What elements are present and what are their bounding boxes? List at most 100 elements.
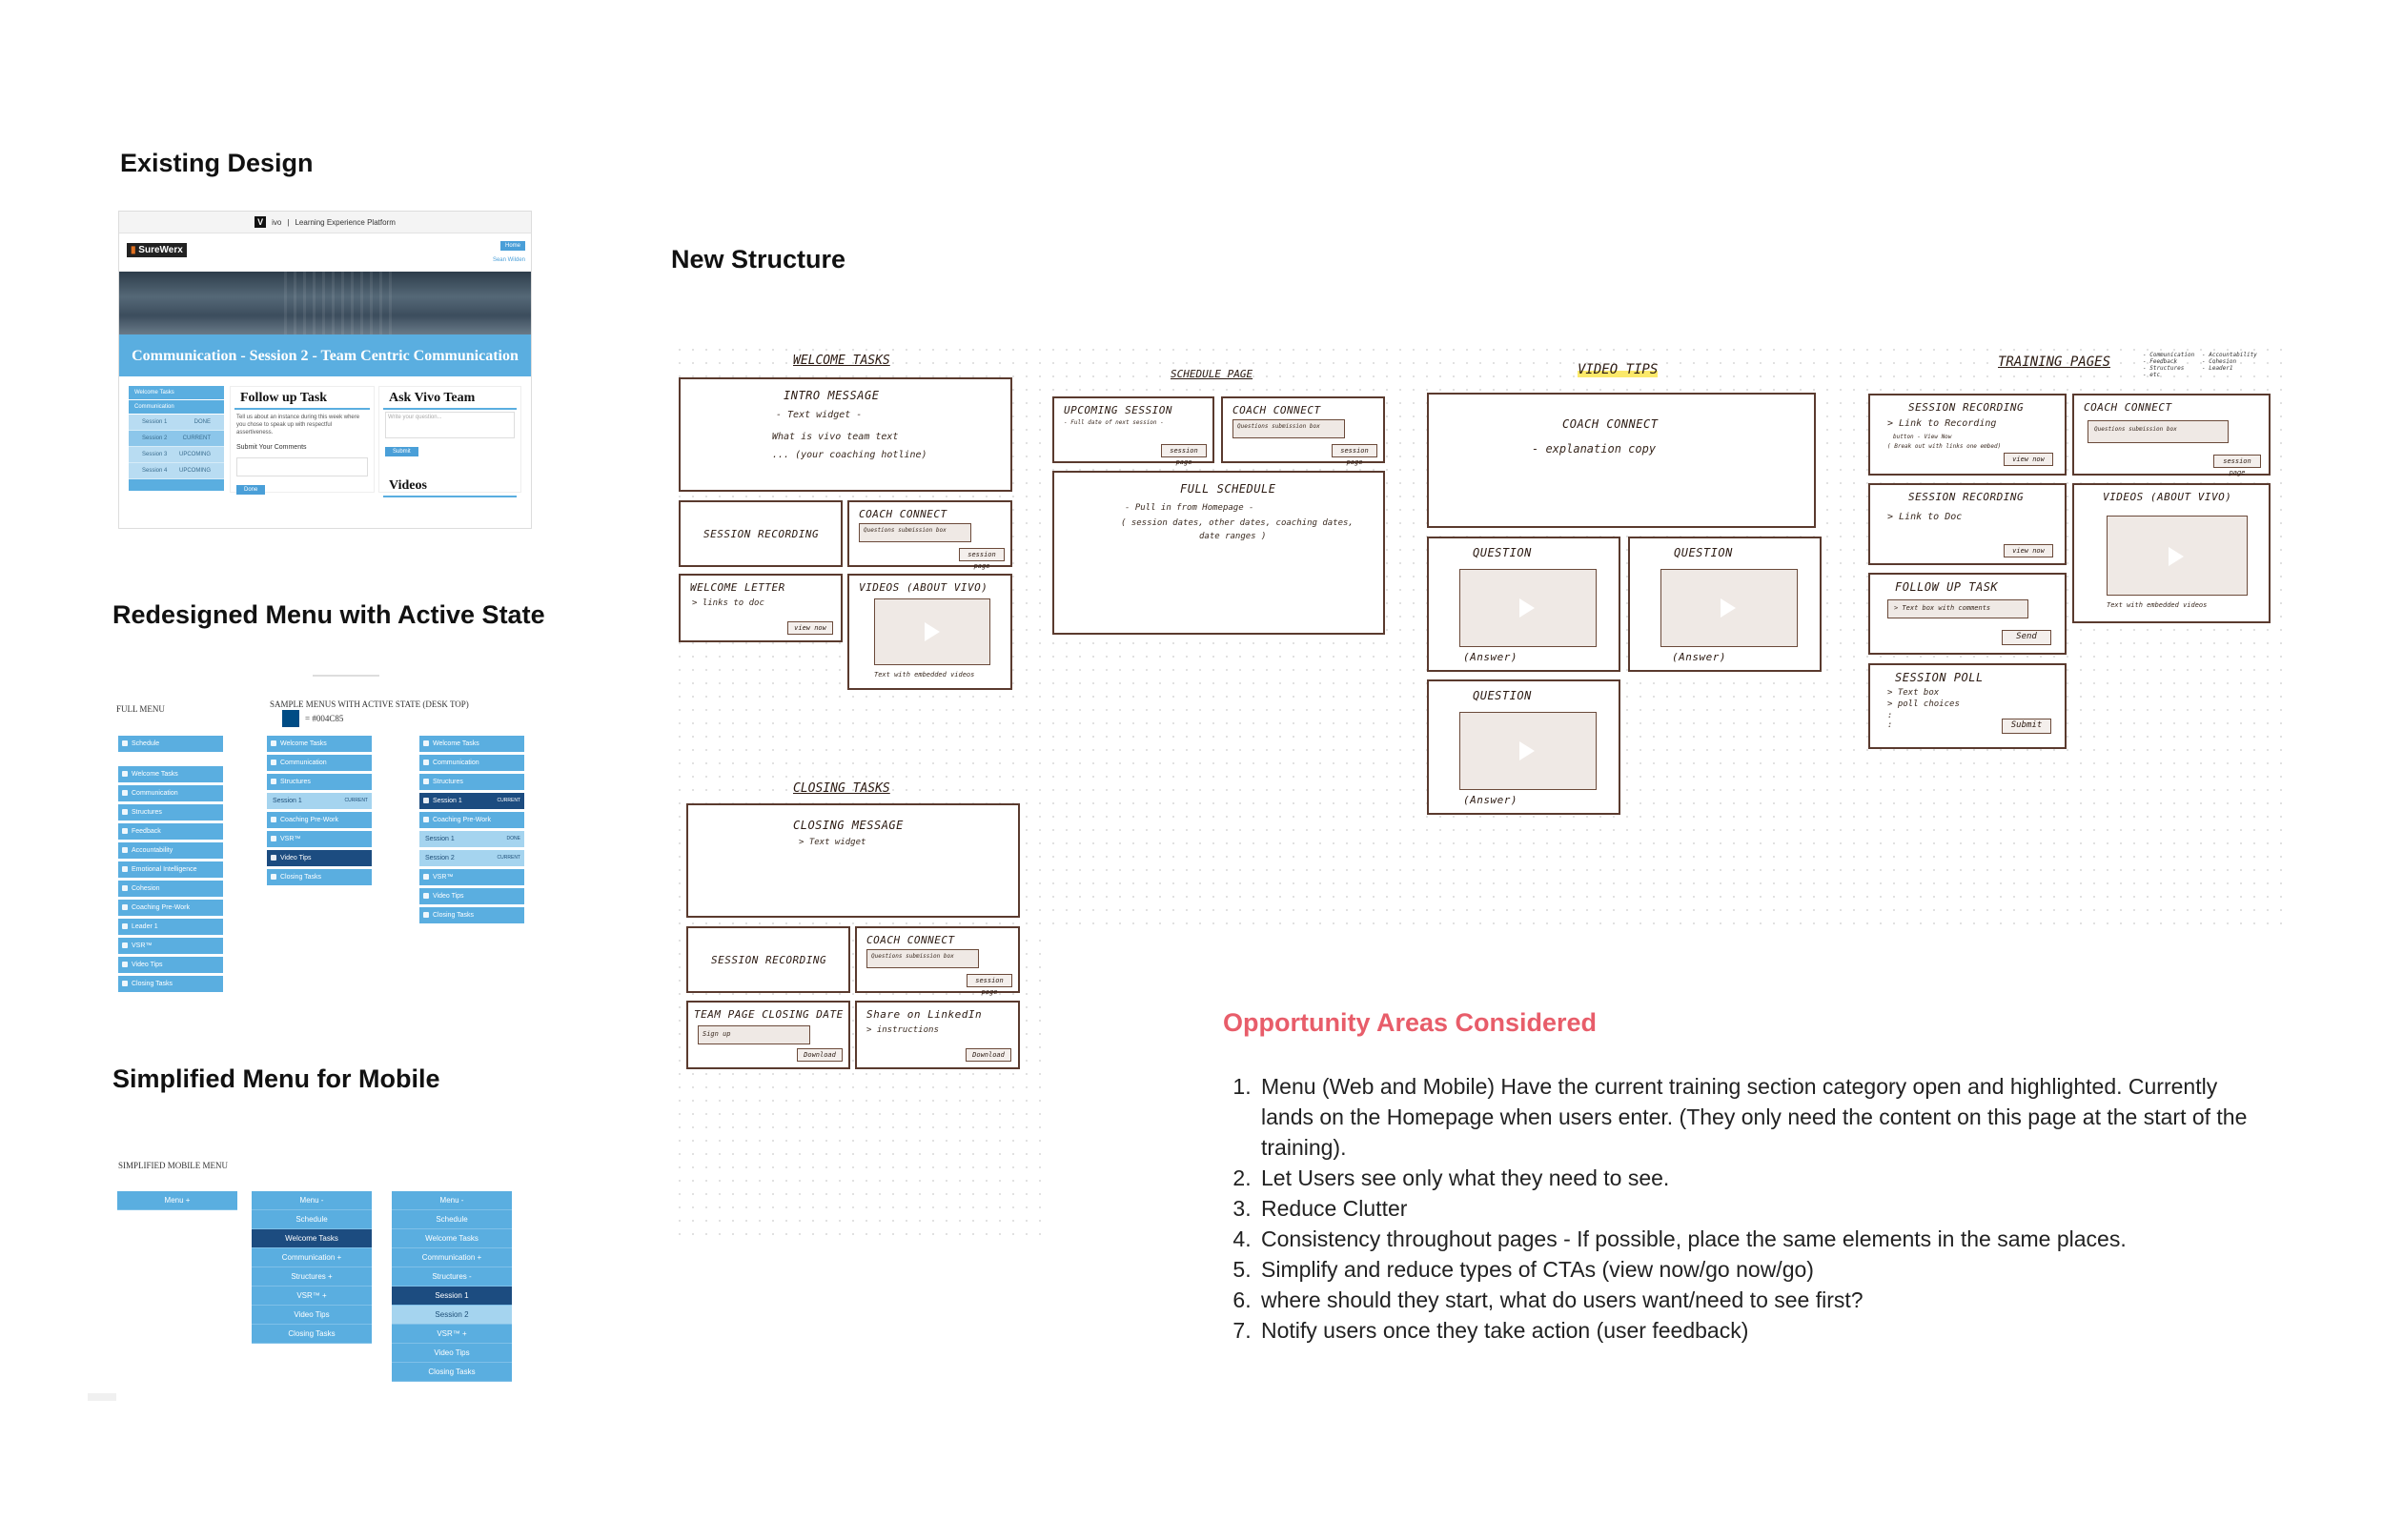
mobile-menu-item[interactable]: Structures + [252, 1267, 372, 1287]
mock-side-item[interactable] [129, 479, 224, 492]
sample-menu-item[interactable]: Structures [267, 774, 372, 793]
full-menu-item[interactable]: Feedback [118, 823, 223, 842]
full-menu-item[interactable]: Leader 1 [118, 919, 223, 938]
mock-follow-title: Follow up Task [234, 387, 370, 410]
sample-menu-item[interactable]: Closing Tasks [419, 907, 524, 926]
mobile-menu-item[interactable]: Menu - [392, 1191, 512, 1210]
full-menu-item[interactable]: Cohesion [118, 881, 223, 900]
mobile-menu-item[interactable]: Menu + [117, 1191, 237, 1210]
mock-ask-input[interactable]: Write your question... [385, 412, 515, 438]
sample-menu-item[interactable]: Coaching Pre-Work [419, 812, 524, 831]
session-page-button[interactable]: session page [2213, 455, 2261, 476]
mock-ask-card: Ask Vivo Team Write your question... Sub… [378, 386, 521, 497]
full-menu-item-label: Feedback [132, 828, 161, 835]
full-menu-item[interactable]: Emotional Intelligence [118, 861, 223, 881]
sample-menu-item[interactable]: Communication [419, 755, 524, 774]
full-menu-item[interactable]: Accountability [118, 842, 223, 861]
mobile-menu-item[interactable]: Menu - [252, 1191, 372, 1210]
sample-menu-item-label: Welcome Tasks [433, 740, 479, 747]
video-coach-box: COACH CONNECT - explanation copy [1427, 393, 1816, 528]
mobile-menu-item[interactable]: Video Tips [392, 1344, 512, 1363]
mock-comment-input[interactable] [236, 457, 368, 476]
mock-platform-label: Learning Experience Platform [295, 217, 396, 227]
mobile-menu-item[interactable]: Schedule [392, 1210, 512, 1229]
mock-submit-button[interactable]: Submit [385, 447, 418, 456]
view-now-button[interactable]: view now [2004, 544, 2053, 557]
mobile-menu-item[interactable]: Welcome Tasks [392, 1229, 512, 1248]
video-placeholder[interactable] [874, 598, 990, 665]
intro-message-title: INTRO MESSAGE [784, 389, 880, 402]
mobile-menu-item[interactable]: VSR™ + [252, 1287, 372, 1306]
full-menu-item[interactable]: VSR™ [118, 938, 223, 957]
session-page-button[interactable]: session page [1332, 444, 1377, 466]
download-button[interactable]: Download [966, 1048, 1011, 1062]
mobile-menu-item[interactable]: Communication + [252, 1248, 372, 1267]
mobile-menu-item[interactable]: Welcome Tasks [252, 1229, 372, 1248]
video-placeholder[interactable] [1459, 712, 1597, 790]
mock-side-item[interactable]: Welcome Tasks [129, 386, 224, 400]
mobile-menu-item[interactable]: VSR™ + [392, 1325, 512, 1344]
sample-menu-item[interactable]: Structures [419, 774, 524, 793]
opportunity-item: Menu (Web and Mobile) Have the current t… [1257, 1071, 2268, 1163]
upcoming-session-title: UPCOMING SESSION [1064, 404, 1172, 416]
mobile-menu-item[interactable]: Structures - [392, 1267, 512, 1287]
sample-menu-item[interactable]: VSR™ [267, 831, 372, 850]
submit-button[interactable]: Submit [2002, 719, 2051, 734]
mock-done-button[interactable]: Done [236, 485, 266, 495]
full-menu-item[interactable]: Structures [118, 804, 223, 823]
mock-brand-bar: ▮ SureWerx Home Sean Wilden [119, 233, 531, 272]
sample-menu-item-label: Video Tips [280, 855, 312, 861]
full-menu-item[interactable]: Schedule [118, 736, 223, 755]
session-page-button[interactable]: session page [959, 548, 1005, 570]
sample-menu-item[interactable]: Video Tips [267, 850, 372, 869]
full-menu-item[interactable]: Coaching Pre-Work [118, 900, 223, 919]
sample-menu-item[interactable]: Communication [267, 755, 372, 774]
mobile-menu-item[interactable]: Session 2 [392, 1306, 512, 1325]
video-placeholder[interactable] [2107, 516, 2248, 596]
full-menu-item[interactable]: Communication [118, 785, 223, 804]
sample-menu-item[interactable]: Welcome Tasks [419, 736, 524, 755]
full-menu-item[interactable]: Welcome Tasks [118, 766, 223, 785]
sample-menu-item[interactable]: Video Tips [419, 888, 524, 907]
questions-box[interactable]: Questions submission box [1232, 419, 1345, 438]
questions-box[interactable]: Questions submission box [2088, 420, 2229, 443]
sample-menu-item[interactable]: Welcome Tasks [267, 736, 372, 755]
sample-menu-item[interactable]: Coaching Pre-Work [267, 812, 372, 831]
mobile-menu-item[interactable]: Video Tips [252, 1306, 372, 1325]
video-placeholder[interactable] [1660, 569, 1798, 647]
full-menu-item[interactable]: Closing Tasks [118, 976, 223, 995]
session-page-button[interactable]: session page [1161, 444, 1207, 466]
mobile-menu-item[interactable]: Closing Tasks [252, 1325, 372, 1344]
videos-caption: Text with embedded videos [874, 671, 975, 679]
view-now-button[interactable]: view now [787, 621, 833, 635]
sample-menu-item[interactable]: VSR™ [419, 869, 524, 888]
mobile-menu-item[interactable]: Session 1 [392, 1287, 512, 1306]
full-menu-item-label: Video Tips [132, 962, 163, 968]
full-menu-item[interactable]: Video Tips [118, 957, 223, 976]
mock-side-item[interactable]: Communication [129, 400, 224, 415]
mobile-menu-item[interactable]: Closing Tasks [392, 1363, 512, 1382]
mobile-menu-item[interactable]: Schedule [252, 1210, 372, 1229]
mock-user-link[interactable]: Sean Wilden [492, 257, 525, 263]
download-button[interactable]: Download [797, 1048, 843, 1062]
questions-box[interactable]: Questions submission box [859, 523, 971, 542]
questions-box[interactable]: Questions submission box [866, 949, 979, 968]
view-now-button[interactable]: view now [2004, 453, 2053, 466]
video-placeholder[interactable] [1459, 569, 1597, 647]
session-page-button[interactable]: session page [967, 974, 1012, 996]
signup-box[interactable]: Sign up [698, 1025, 810, 1044]
send-button[interactable]: Send [2002, 630, 2051, 645]
mock-home-button[interactable]: Home [499, 241, 525, 251]
follow-text-box[interactable]: > Text box with comments [1887, 599, 2028, 618]
mobile-menu-item[interactable]: Communication + [392, 1248, 512, 1267]
sample-menu-item[interactable]: Closing Tasks [267, 869, 372, 888]
